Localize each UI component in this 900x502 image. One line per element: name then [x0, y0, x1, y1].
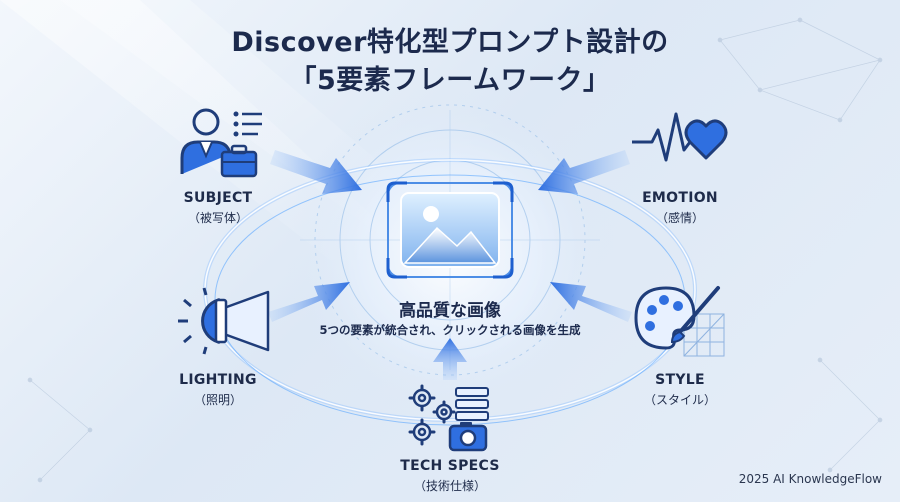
gears-camera-icon [408, 384, 489, 452]
credit: 2025 AI KnowledgeFlow [738, 472, 882, 486]
element-lighting-en: LIGHTING [179, 372, 257, 388]
element-style-jp: （スタイル） [643, 393, 716, 407]
image-icon [386, 181, 514, 279]
element-subject-en: SUBJECT [183, 190, 253, 206]
arrow-techspecs [433, 338, 467, 380]
element-emotion-en: EMOTION [642, 190, 718, 206]
arrow-emotion [538, 150, 630, 194]
center-subtitle: 5つの要素が統合され、クリックされる画像を生成 [319, 323, 581, 337]
arrow-subject [270, 150, 362, 194]
element-lighting-jp: （照明） [193, 393, 242, 407]
element-subject-jp: （被写体） [187, 211, 248, 225]
element-lighting: LIGHTING （照明） [128, 372, 308, 408]
element-style-en: STYLE [655, 372, 705, 388]
element-emotion-jp: （感情） [655, 211, 704, 225]
palette-brush-icon [634, 286, 725, 357]
arrow-lighting [268, 282, 350, 322]
element-subject: SUBJECT （被写体） [128, 190, 308, 226]
element-techspecs-en: TECH SPECS [400, 458, 500, 474]
spotlight-icon [178, 287, 270, 355]
heartbeat-icon [632, 112, 728, 162]
element-techspecs: TECH SPECS （技術仕様） [360, 458, 540, 494]
center-title: 高品質な画像 [399, 301, 501, 321]
page-subtitle: 「5要素フレームワーク」 [289, 65, 611, 96]
page-title: Discover特化型プロンプト設計の [231, 27, 669, 58]
arrow-style [550, 282, 632, 322]
element-emotion: EMOTION （感情） [590, 190, 770, 226]
element-style: STYLE （スタイル） [590, 372, 770, 408]
element-techspecs-jp: （技術仕様） [413, 479, 486, 493]
person-briefcase-icon [180, 108, 262, 178]
